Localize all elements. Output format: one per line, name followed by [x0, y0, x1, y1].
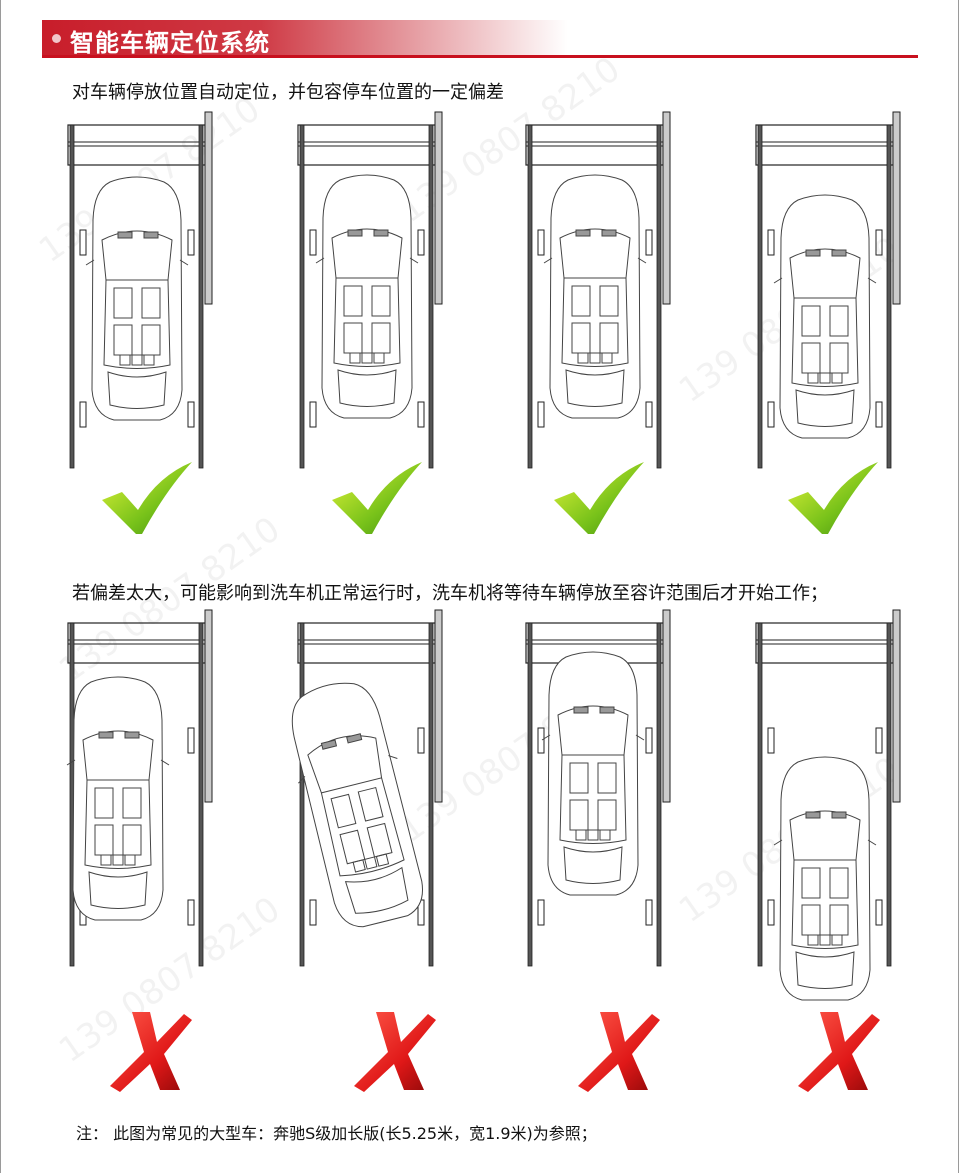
page-title: 智能车辆定位系统 — [70, 29, 270, 57]
parking-bay-too-far-back — [755, 609, 901, 1001]
section-header: 智能车辆定位系统 — [42, 20, 918, 58]
car-top-view — [773, 756, 877, 1001]
check-icon — [332, 462, 422, 534]
parking-bay-angled — [276, 609, 443, 967]
page-border-right — [958, 0, 959, 1173]
car-top-view — [315, 174, 419, 419]
car-top-view — [543, 174, 647, 419]
cross-icon — [798, 1012, 880, 1092]
page-border-left — [0, 0, 1, 1173]
car-top-view — [773, 194, 877, 439]
cross-icon — [110, 1012, 192, 1092]
section2-text: 若偏差太大，可能影响到洗车机正常运行时，洗车机将等待车辆停放至容许范围后才开始工… — [72, 583, 828, 604]
note-text: 注： 此图为常见的大型车：奔驰S级加长版(长5.25米，宽1.9米)为参照； — [76, 1124, 597, 1143]
car-top-view — [541, 651, 645, 896]
check-icon — [788, 462, 878, 534]
car-top-view — [85, 176, 189, 421]
section1-text: 对车辆停放位置自动定位，并包容停车位置的一定偏差 — [72, 82, 504, 103]
cross-icon — [354, 1012, 436, 1092]
check-icon — [102, 462, 192, 534]
car-top-view — [66, 676, 170, 921]
parking-bay-offset-left — [66, 609, 213, 967]
cross-icon — [578, 1012, 660, 1092]
parking-bay-too-far-forward — [525, 609, 671, 967]
bullet-dot-icon — [52, 34, 61, 43]
check-icon — [554, 462, 644, 534]
